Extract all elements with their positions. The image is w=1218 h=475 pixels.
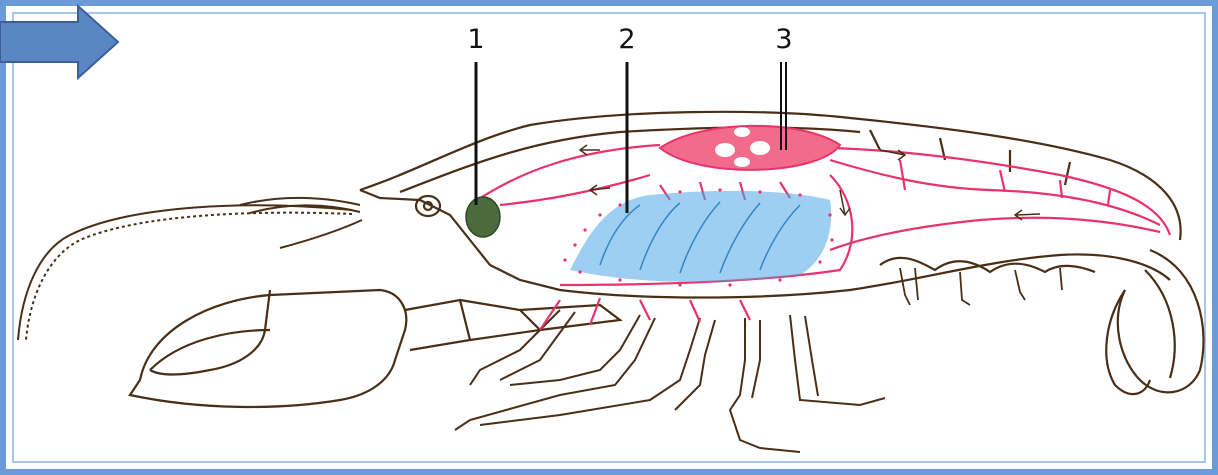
claw xyxy=(130,290,620,407)
gills xyxy=(563,188,833,286)
heart xyxy=(660,126,840,170)
walking-legs xyxy=(455,310,885,452)
label-3: 3 xyxy=(775,24,792,55)
label-2: 2 xyxy=(618,24,635,55)
swimmerets xyxy=(900,268,1062,305)
brain xyxy=(466,197,500,237)
label-1: 1 xyxy=(467,24,484,55)
right-arrow-icon[interactable] xyxy=(0,6,118,78)
